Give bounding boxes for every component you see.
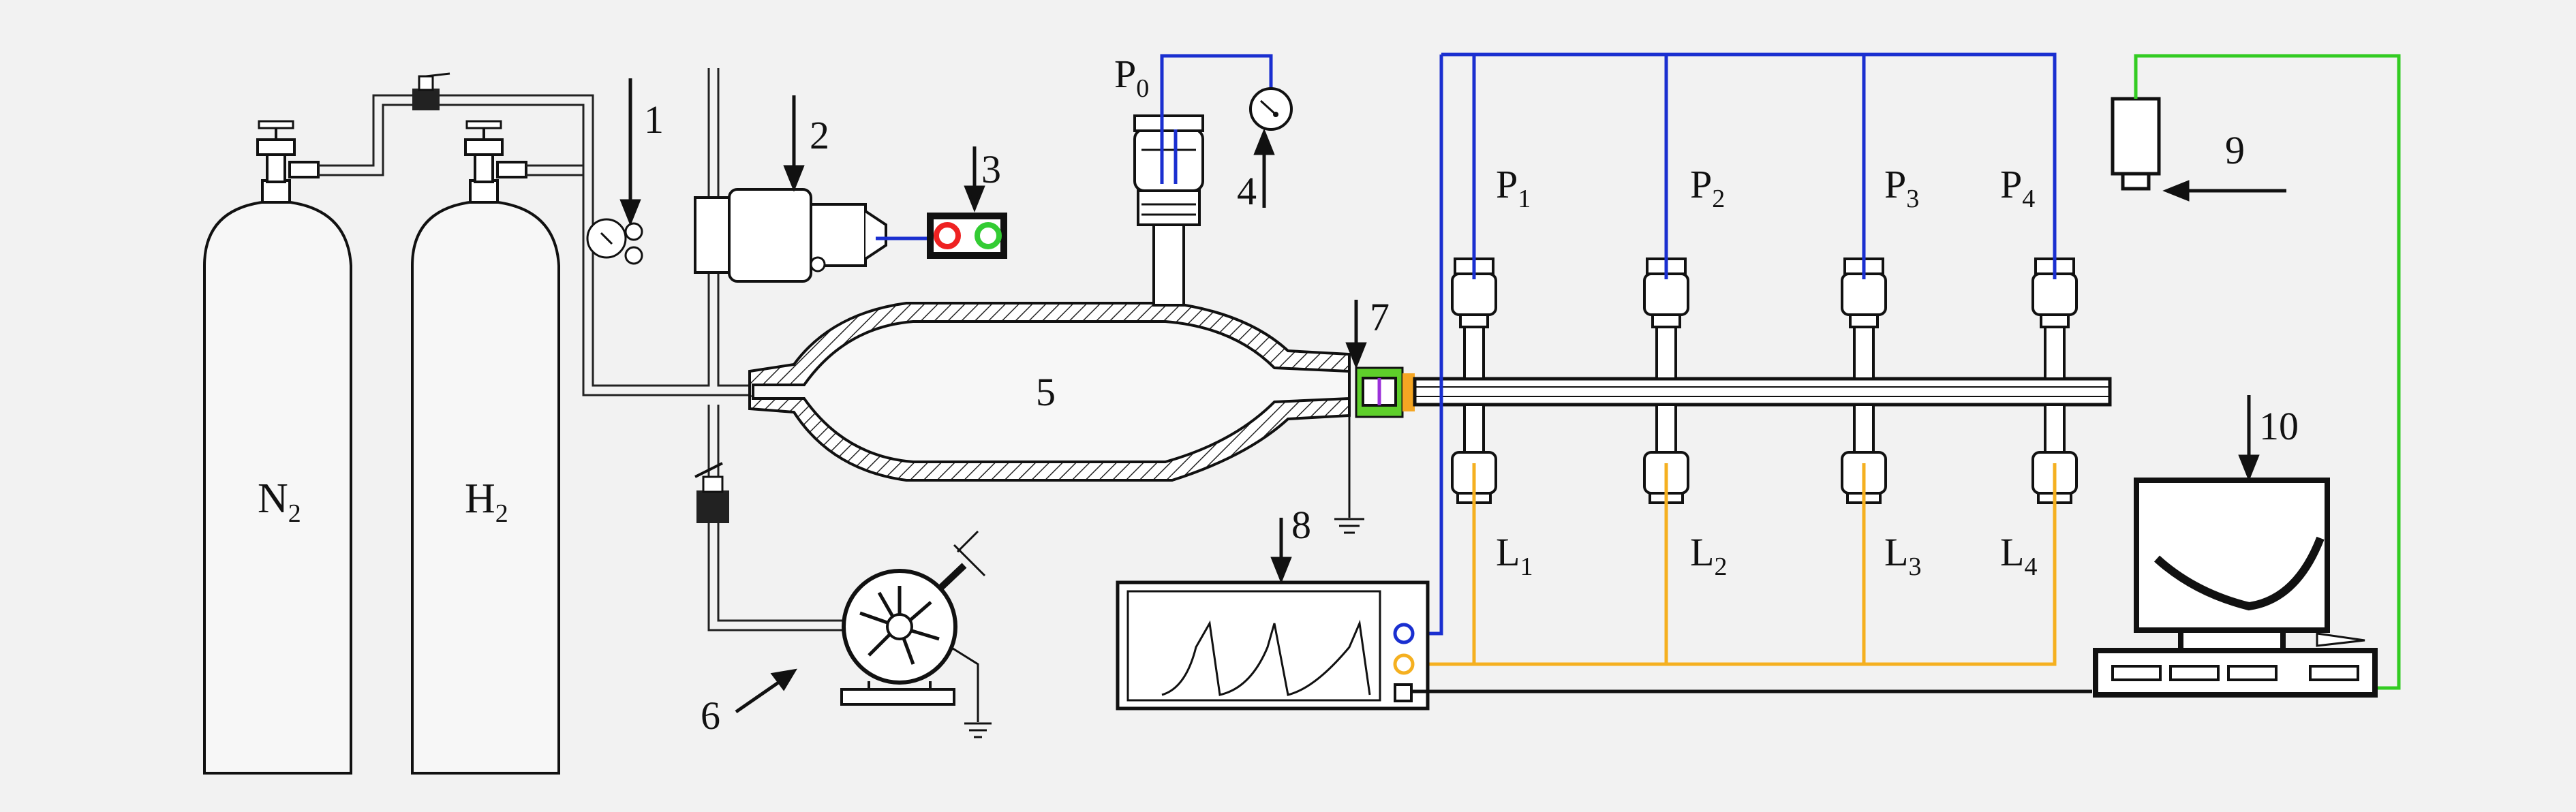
camera-trigger-line — [2134, 54, 2401, 690]
mass-flow-controller — [694, 188, 887, 283]
label-9: 9 — [2225, 128, 2245, 172]
label-10: 10 — [2259, 404, 2299, 448]
sensor-port-1 — [1451, 257, 1497, 504]
trigger-input-port — [1394, 683, 1413, 702]
p4-label: P4 — [2000, 162, 2035, 213]
label-3: 3 — [981, 147, 1001, 191]
callout-arrows — [619, 78, 2286, 714]
p0-signal-line — [1160, 54, 1273, 184]
hydrogen-cylinder — [411, 120, 560, 775]
nitrogen-label: N2 — [258, 475, 301, 528]
p3-label: P3 — [1884, 162, 1919, 213]
label-8: 8 — [1291, 503, 1311, 547]
green-indicator-light — [975, 222, 1002, 249]
label-4: 4 — [1237, 169, 1257, 213]
high-speed-camera — [2111, 97, 2161, 191]
vacuum-gauge-1 — [586, 218, 643, 265]
vacuum-pump — [840, 530, 992, 738]
computer — [2093, 478, 2378, 698]
label-2: 2 — [810, 113, 829, 157]
p2-label: P2 — [1690, 162, 1725, 213]
l2-label: L2 — [1690, 530, 1727, 581]
pressure-input-port — [1393, 623, 1415, 644]
light-input-port — [1393, 653, 1415, 675]
vacuum-valve — [694, 462, 729, 523]
red-indicator-light — [934, 222, 961, 249]
hydrogen-label: H2 — [465, 475, 508, 528]
p1-label: P1 — [1496, 162, 1531, 213]
light-signal-bus — [1416, 463, 2057, 666]
nitrogen-cylinder — [203, 120, 352, 775]
combustion-vessel — [748, 302, 1351, 482]
sensor-ports — [1451, 257, 2078, 504]
oscilloscope — [1116, 580, 1430, 710]
p0-pressure-transducer — [1133, 114, 1204, 307]
label-7: 7 — [1370, 295, 1390, 339]
propagation-tube — [1413, 377, 2112, 407]
gas-piping — [318, 68, 852, 631]
label-6: 6 — [701, 693, 720, 738]
ignition-electrode — [1334, 366, 1415, 534]
p0-label: P0 — [1114, 52, 1149, 103]
l4-label: L4 — [2000, 530, 2037, 581]
l1-label: L1 — [1496, 530, 1533, 581]
label-5: 5 — [1036, 370, 1056, 414]
label-1: 1 — [644, 97, 664, 142]
pressure-gauge — [1249, 87, 1293, 131]
indicator-panel — [927, 213, 1007, 259]
l3-label: L3 — [1884, 530, 1921, 581]
nitrogen-shutoff-valve — [412, 72, 450, 110]
